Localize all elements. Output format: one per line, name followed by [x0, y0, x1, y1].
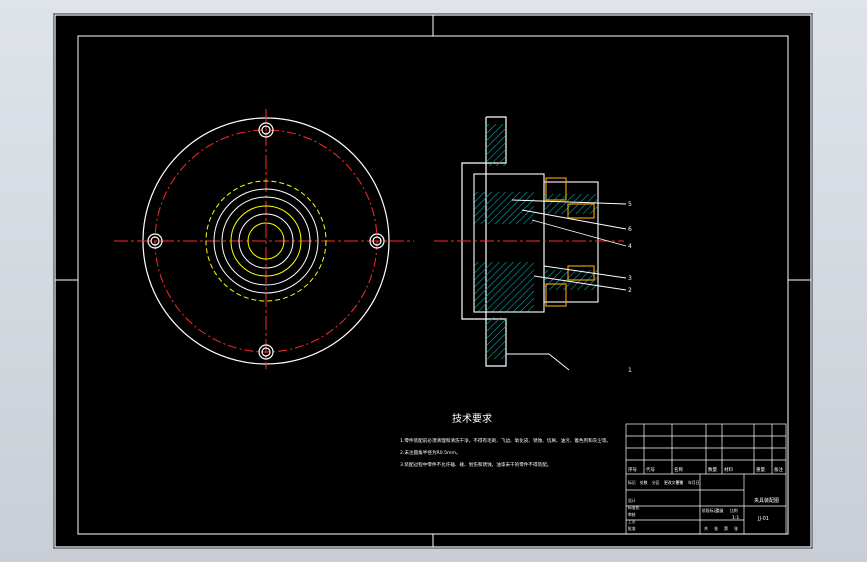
tb-stage-2: 比例	[730, 508, 738, 513]
tb-role-4: 批准	[628, 526, 636, 531]
tb-header-3: 数量	[708, 466, 717, 473]
tb-sign-4: 签名	[676, 480, 684, 485]
hub-circle-4	[238, 213, 294, 269]
tech-notes: 1.零件装配前必须清理和清洗干净，不得有毛刺、飞边、氧化皮、锈蚀、切屑、油污、着…	[400, 437, 611, 468]
bore-circle	[247, 222, 285, 260]
balloon-2: 2	[628, 287, 632, 294]
drawing-sheet[interactable]: 技术要求 1.零件装配前必须清理和清洗干净，不得有毛刺、飞边、氧化皮、锈蚀、切屑…	[54, 14, 812, 548]
leader-lines	[506, 199, 627, 371]
body-hatch-bottom	[474, 262, 534, 312]
hub-circle-1	[213, 188, 319, 294]
collet-outline	[543, 181, 599, 303]
tb-role-3: 工艺	[628, 519, 636, 524]
flange-hatch-top	[486, 124, 506, 166]
title-block-text: 序号代号名称数量材料重量备注标记处数分区更改文件号签名年月日设计标准化审核工艺批…	[628, 466, 783, 531]
tb-sign-5: 年月日	[688, 480, 700, 485]
tb-sheet-2: 第	[724, 525, 728, 531]
balloon-4: 4	[628, 243, 632, 250]
tb-header-0: 序号	[628, 466, 637, 473]
tech-note-1: 1.零件装配前必须清理和清洗干净，不得有毛刺、飞边、氧化皮、锈蚀、切屑、油污、着…	[400, 437, 611, 444]
title-block	[625, 423, 787, 535]
tb-sheet-3: 张	[734, 525, 738, 531]
balloon-6: 6	[628, 226, 632, 233]
hub-outer-circle	[205, 180, 327, 302]
bolt-holes	[147, 122, 385, 360]
tb-drawing-code: JJ-01	[757, 516, 769, 522]
tb-role-0: 设计	[628, 498, 636, 503]
tb-stage-1: 重量	[716, 508, 724, 513]
tb-sign-0: 标记	[628, 480, 636, 485]
tb-role-2: 审核	[628, 512, 636, 517]
tb-header-6: 备注	[774, 466, 783, 473]
tb-scale: 1:1	[732, 515, 739, 521]
balloon-5: 5	[628, 201, 632, 208]
hub-circle-3	[230, 205, 302, 277]
tb-stage-0: 阶段标记	[702, 508, 717, 513]
balloon-3: 3	[628, 275, 632, 282]
tech-requirements-title: 技术要求	[452, 412, 492, 425]
tb-sheet-1: 张	[714, 525, 718, 531]
tb-header-5: 重量	[756, 466, 765, 473]
tb-sign-2: 分区	[652, 480, 660, 485]
tech-note-3: 3.装配过程中零件不允许磕、碰、划伤和锈蚀，油漆未干的零件不得装配。	[400, 461, 551, 468]
body-hatch-top	[474, 192, 534, 224]
cad-drawing: 技术要求 1.零件装配前必须清理和清洗干净，不得有毛刺、飞边、氧化皮、锈蚀、切屑…	[54, 14, 812, 548]
flange-hatch-bottom	[486, 317, 506, 359]
tb-header-2: 名称	[674, 466, 683, 473]
balloon-1: 1	[628, 367, 632, 374]
tb-sign-1: 处数	[640, 480, 648, 485]
section-view	[434, 116, 627, 371]
balloon-labels: 5 6 4 3 2 1	[628, 201, 632, 374]
sheet-inner-border	[77, 35, 789, 535]
tb-sign-3: 更改文件号	[664, 480, 683, 485]
hub-circle-2	[221, 196, 311, 286]
centering-marks	[55, 15, 811, 547]
tb-sheet-0: 共	[704, 525, 708, 531]
tb-header-4: 材料	[724, 466, 733, 473]
front-view	[114, 109, 414, 369]
tb-drawing-name: 夹具装配图	[754, 497, 779, 504]
tech-note-2: 2.未注圆角半径为R0.5mm。	[400, 449, 461, 456]
tb-header-1: 代号	[646, 466, 655, 473]
tb-role-1: 标准化	[628, 505, 640, 510]
